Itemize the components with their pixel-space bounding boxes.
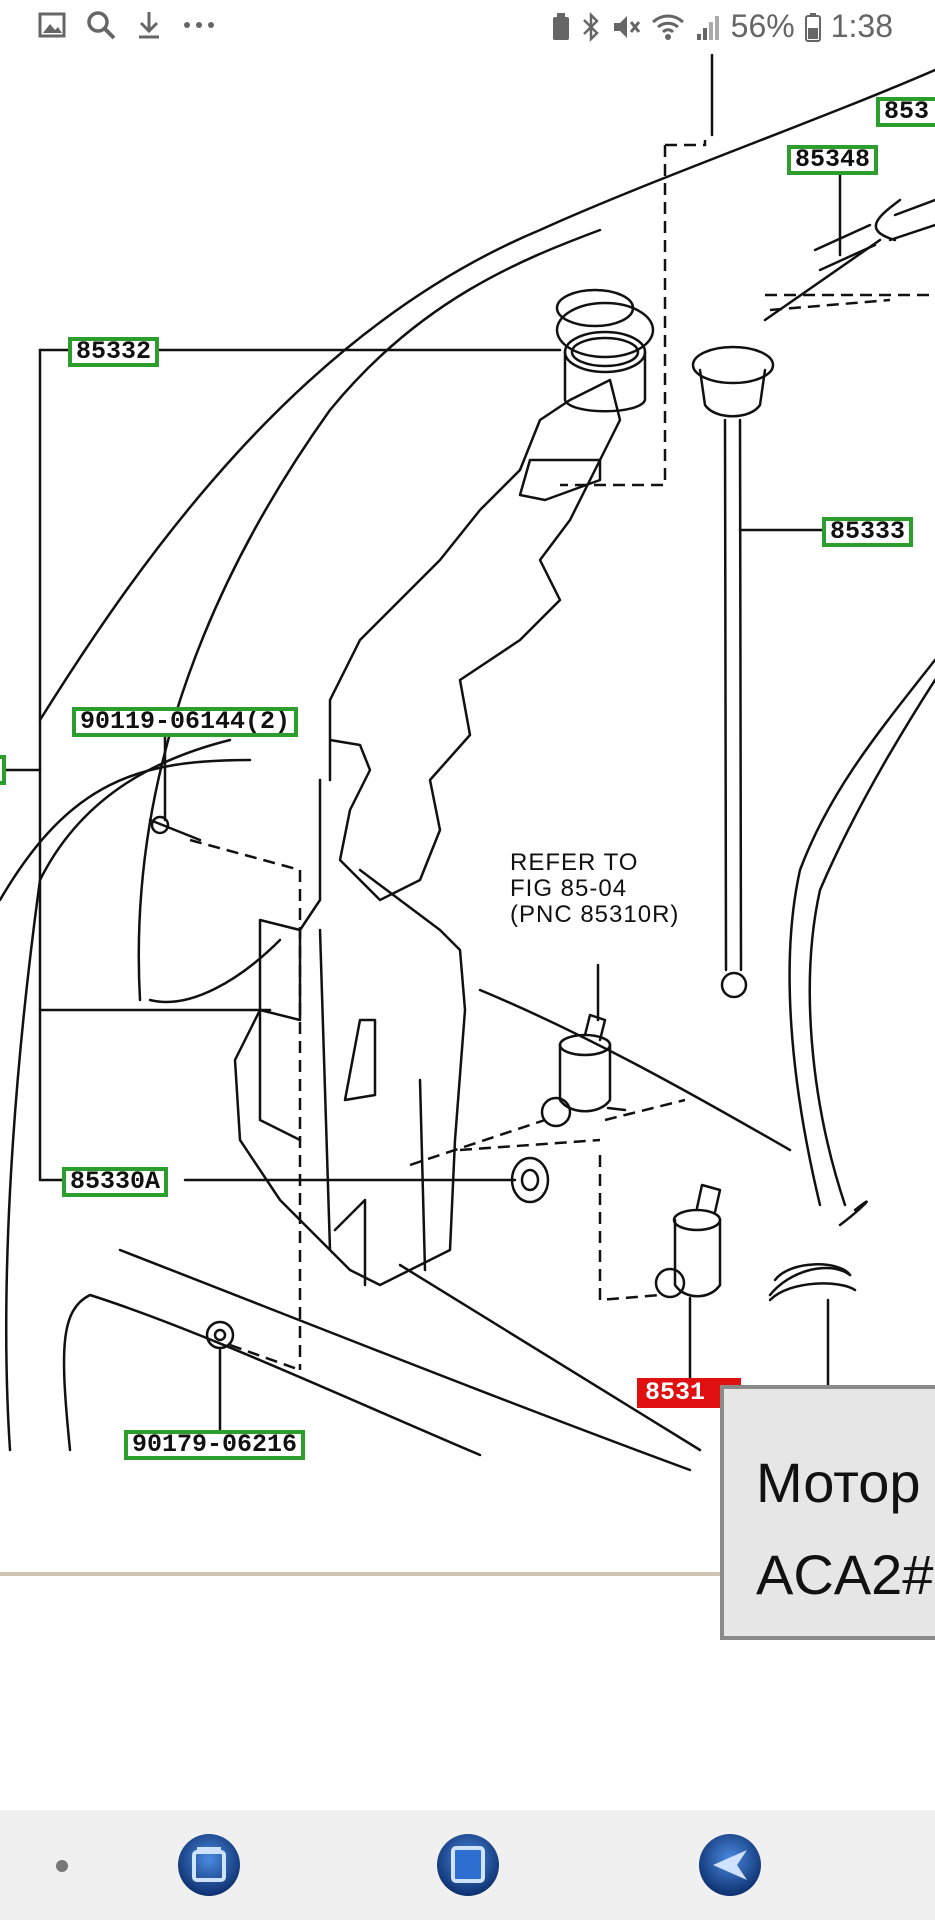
parts-diagram [0,53,935,1472]
back-button[interactable] [697,1832,763,1898]
battery-saver-icon [552,12,569,40]
signal-icon [696,15,719,40]
clock: 1:38 [830,8,893,44]
part-label-85333[interactable]: 85333 [822,517,914,547]
part-label-highlighted[interactable]: 8531 [637,1378,741,1408]
part-label-90179-06216[interactable]: 90179-06216 [124,1430,306,1460]
battery-percent: 56% [730,8,795,44]
tooltip-line1: Мотор [756,1451,921,1514]
part-label-85330a[interactable]: 85330A [62,1167,169,1197]
part-label-90119-06144[interactable]: 90119-06144(2) [72,707,299,737]
part-label-85348[interactable]: 85348 [787,145,879,175]
wifi-icon [651,14,684,40]
part-tooltip[interactable]: Мотор ACA2# [720,1385,935,1640]
battery-icon [804,12,821,42]
more-icon [184,22,214,28]
mute-icon [613,15,640,38]
bluetooth-icon [582,11,599,42]
part-label-top-right[interactable]: 853 [876,97,935,127]
reference-note-line2: FIG 85-04 [510,875,628,902]
download-icon [139,12,159,39]
image-icon [38,12,66,38]
navigation-bar [0,1810,935,1920]
status-bar: 56% 1:38 [0,0,935,56]
part-label-85332[interactable]: 85332 [68,337,160,367]
reference-note-line3: (PNC 85310R) [510,901,680,928]
nav-dot-icon [56,1860,68,1872]
home-button[interactable] [435,1832,501,1898]
page-divider [0,1572,935,1576]
reference-note-line1: REFER TO [510,849,639,876]
reference-note: REFER TO FIG 85-04 (PNC 85310R) [510,850,679,928]
part-label-left-edge[interactable] [0,755,6,785]
search-icon [87,11,116,40]
tooltip-line2: ACA2# [756,1543,934,1606]
recent-apps-button[interactable] [176,1832,242,1898]
